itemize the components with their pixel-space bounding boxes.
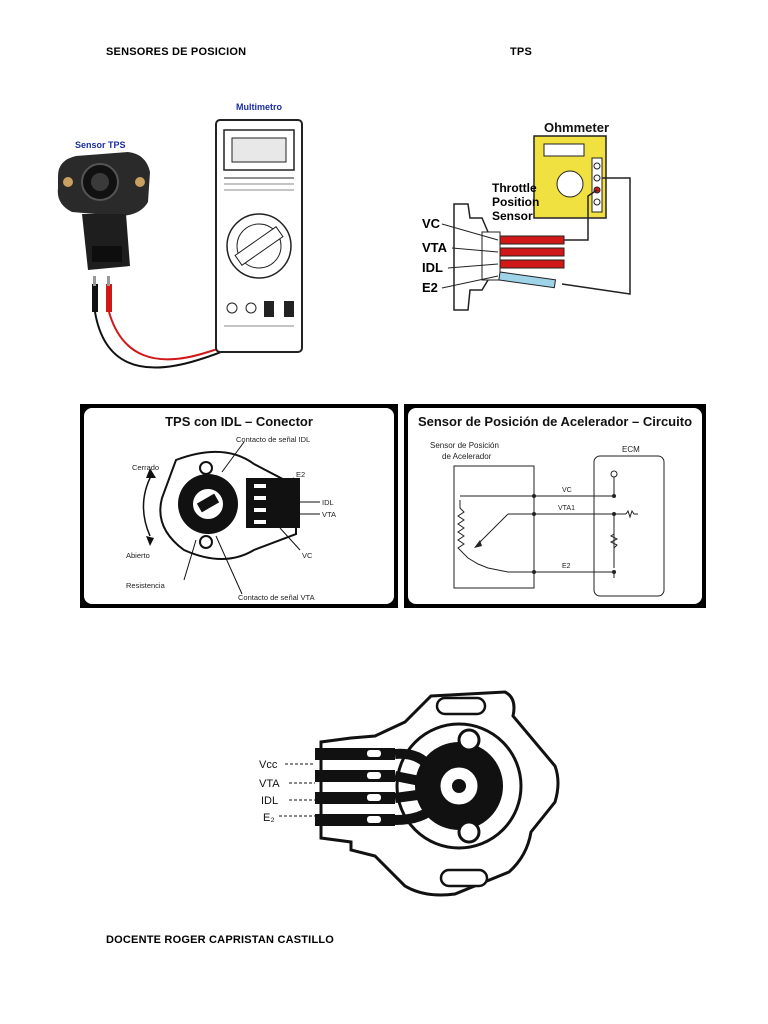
- sensor-label-1: Sensor de Posición: [430, 441, 499, 450]
- ohmmeter-device: [533, 135, 607, 219]
- author-credit: DOCENTE ROGER CAPRISTAN CASTILLO: [106, 934, 335, 946]
- tps-pinout-figure: Vcc VTA IDL E₂: [255, 686, 567, 900]
- open-label: Abierto: [126, 551, 150, 560]
- pin-e2: E2: [422, 280, 438, 295]
- ohmmeter-figure: Ohmmeter Throttle Position Sensor VC V: [412, 114, 652, 334]
- tps-housing: [319, 690, 560, 897]
- tps-pinout-illustration: Vcc VTA IDL E₂: [259, 690, 560, 897]
- vta-contact-label: Contacto de señal VTA: [238, 593, 315, 602]
- tps-body-drawing: [159, 451, 300, 560]
- resistance-label: Resistencia: [126, 581, 166, 590]
- idl-label: IDL: [322, 498, 334, 507]
- closed-label: Cerrado: [132, 463, 159, 472]
- multimeter-figure: Sensor TPS Multimetro: [48, 98, 318, 390]
- tps-heading: TPS: [510, 46, 532, 58]
- pinout-e2: E₂: [263, 812, 275, 824]
- vta-label: VTA: [322, 510, 336, 519]
- e2-label: E2: [296, 470, 305, 479]
- sensor-tps-label: Sensor TPS: [75, 140, 126, 150]
- vc-label: VC: [302, 551, 313, 560]
- connector-title: TPS con IDL – Conector: [165, 414, 313, 429]
- tps-circuit-diagram: Sensor de Posición de Acelerador ECM: [430, 441, 665, 597]
- multimetro-label: Multimetro: [236, 102, 283, 112]
- tps-connector-diagram: Contacto de señal IDL E2 Cerrado IDL VTA…: [126, 435, 336, 602]
- pinout-vcc: Vcc: [259, 759, 278, 771]
- circuit-vc-label: VC: [562, 487, 572, 494]
- idl-contact-label: Contacto de señal IDL: [236, 435, 310, 444]
- circuit-e2-label: E2: [562, 563, 571, 570]
- throttle-label-2: Position: [492, 195, 539, 209]
- tps-terminals: [315, 748, 439, 826]
- pinout-vta: VTA: [259, 778, 280, 790]
- tps-sensor-body: [57, 152, 150, 270]
- test-leads: [498, 177, 631, 295]
- circuit-panel: Sensor de Posición de Acelerador – Circu…: [404, 404, 706, 608]
- throttle-label-1: Throttle: [492, 181, 537, 195]
- pin-idl: IDL: [422, 260, 443, 275]
- circuit-vta1-label: VTA1: [558, 505, 575, 512]
- tps-connector-panel: TPS con IDL – Conector: [80, 404, 398, 608]
- multimeter-illustration: Sensor TPS Multimetro: [57, 102, 303, 369]
- sensor-label-2: de Acelerador: [442, 452, 492, 461]
- ohmmeter-label: Ohmmeter: [544, 120, 609, 135]
- ohmmeter-illustration: Ohmmeter Throttle Position Sensor VC V: [422, 120, 631, 311]
- circuit-title: Sensor de Posición de Acelerador – Circu…: [417, 414, 693, 429]
- multimeter-device: [215, 119, 303, 353]
- document-title: SENSORES DE POSICION: [106, 46, 247, 58]
- throttle-label-3: Sensor: [492, 209, 533, 223]
- pinout-idl: IDL: [261, 795, 278, 807]
- pin-vc: VC: [422, 216, 441, 231]
- ecm-label: ECM: [622, 445, 640, 454]
- pin-vta: VTA: [422, 240, 448, 255]
